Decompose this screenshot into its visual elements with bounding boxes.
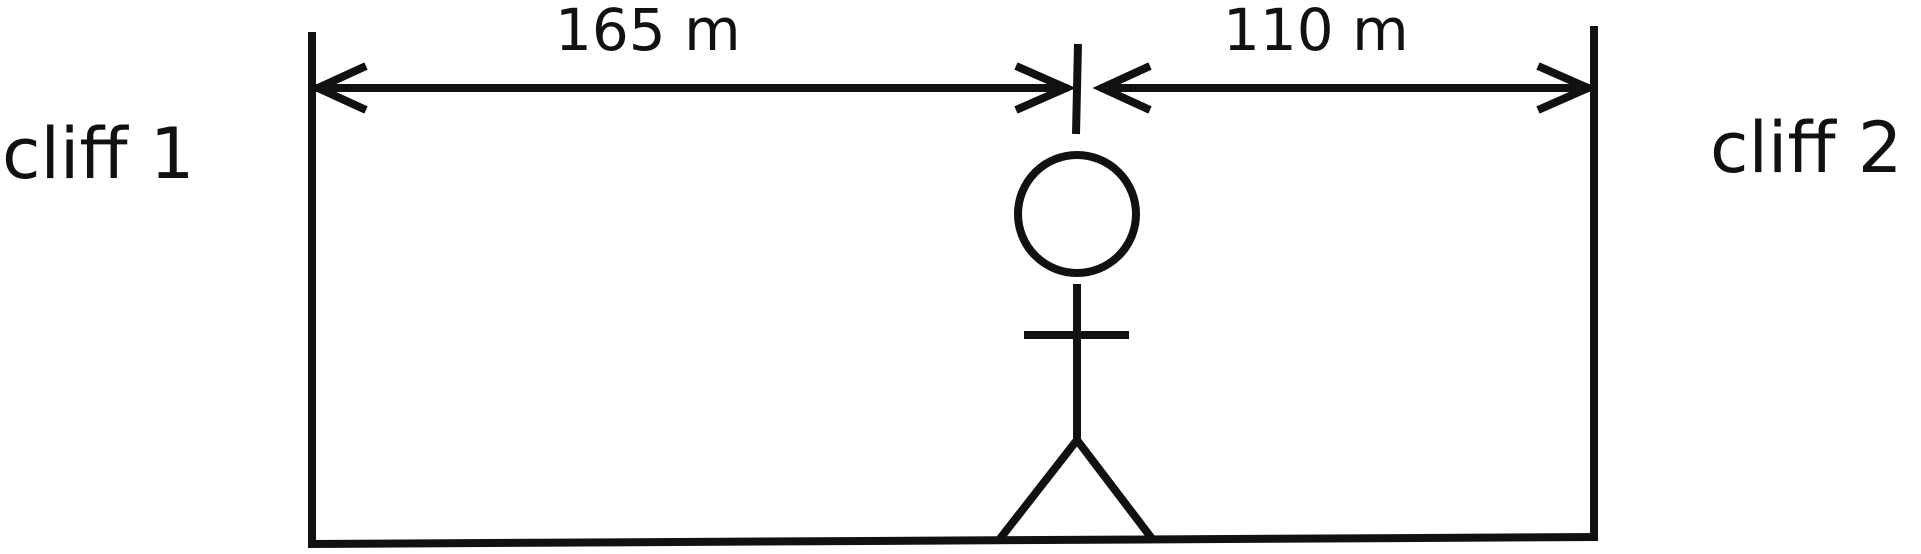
position-marker	[1072, 43, 1082, 135]
cliff-1-label: cliff 1	[2, 113, 194, 195]
person-head	[1014, 151, 1140, 277]
distance-110-right-arrowhead	[1536, 62, 1598, 114]
cliff-2-label: cliff 2	[1710, 107, 1902, 189]
person-figure	[995, 151, 1157, 543]
ground-line	[307, 533, 1599, 548]
distance-165-left-arrowhead	[308, 62, 368, 114]
person-legs	[995, 433, 1157, 543]
distance-165-label: 165 m	[555, 0, 741, 64]
distance-165-right-arrowhead	[1014, 62, 1076, 114]
distance-110-label: 110 m	[1223, 0, 1409, 64]
distance-110-left-arrowhead	[1092, 62, 1152, 114]
